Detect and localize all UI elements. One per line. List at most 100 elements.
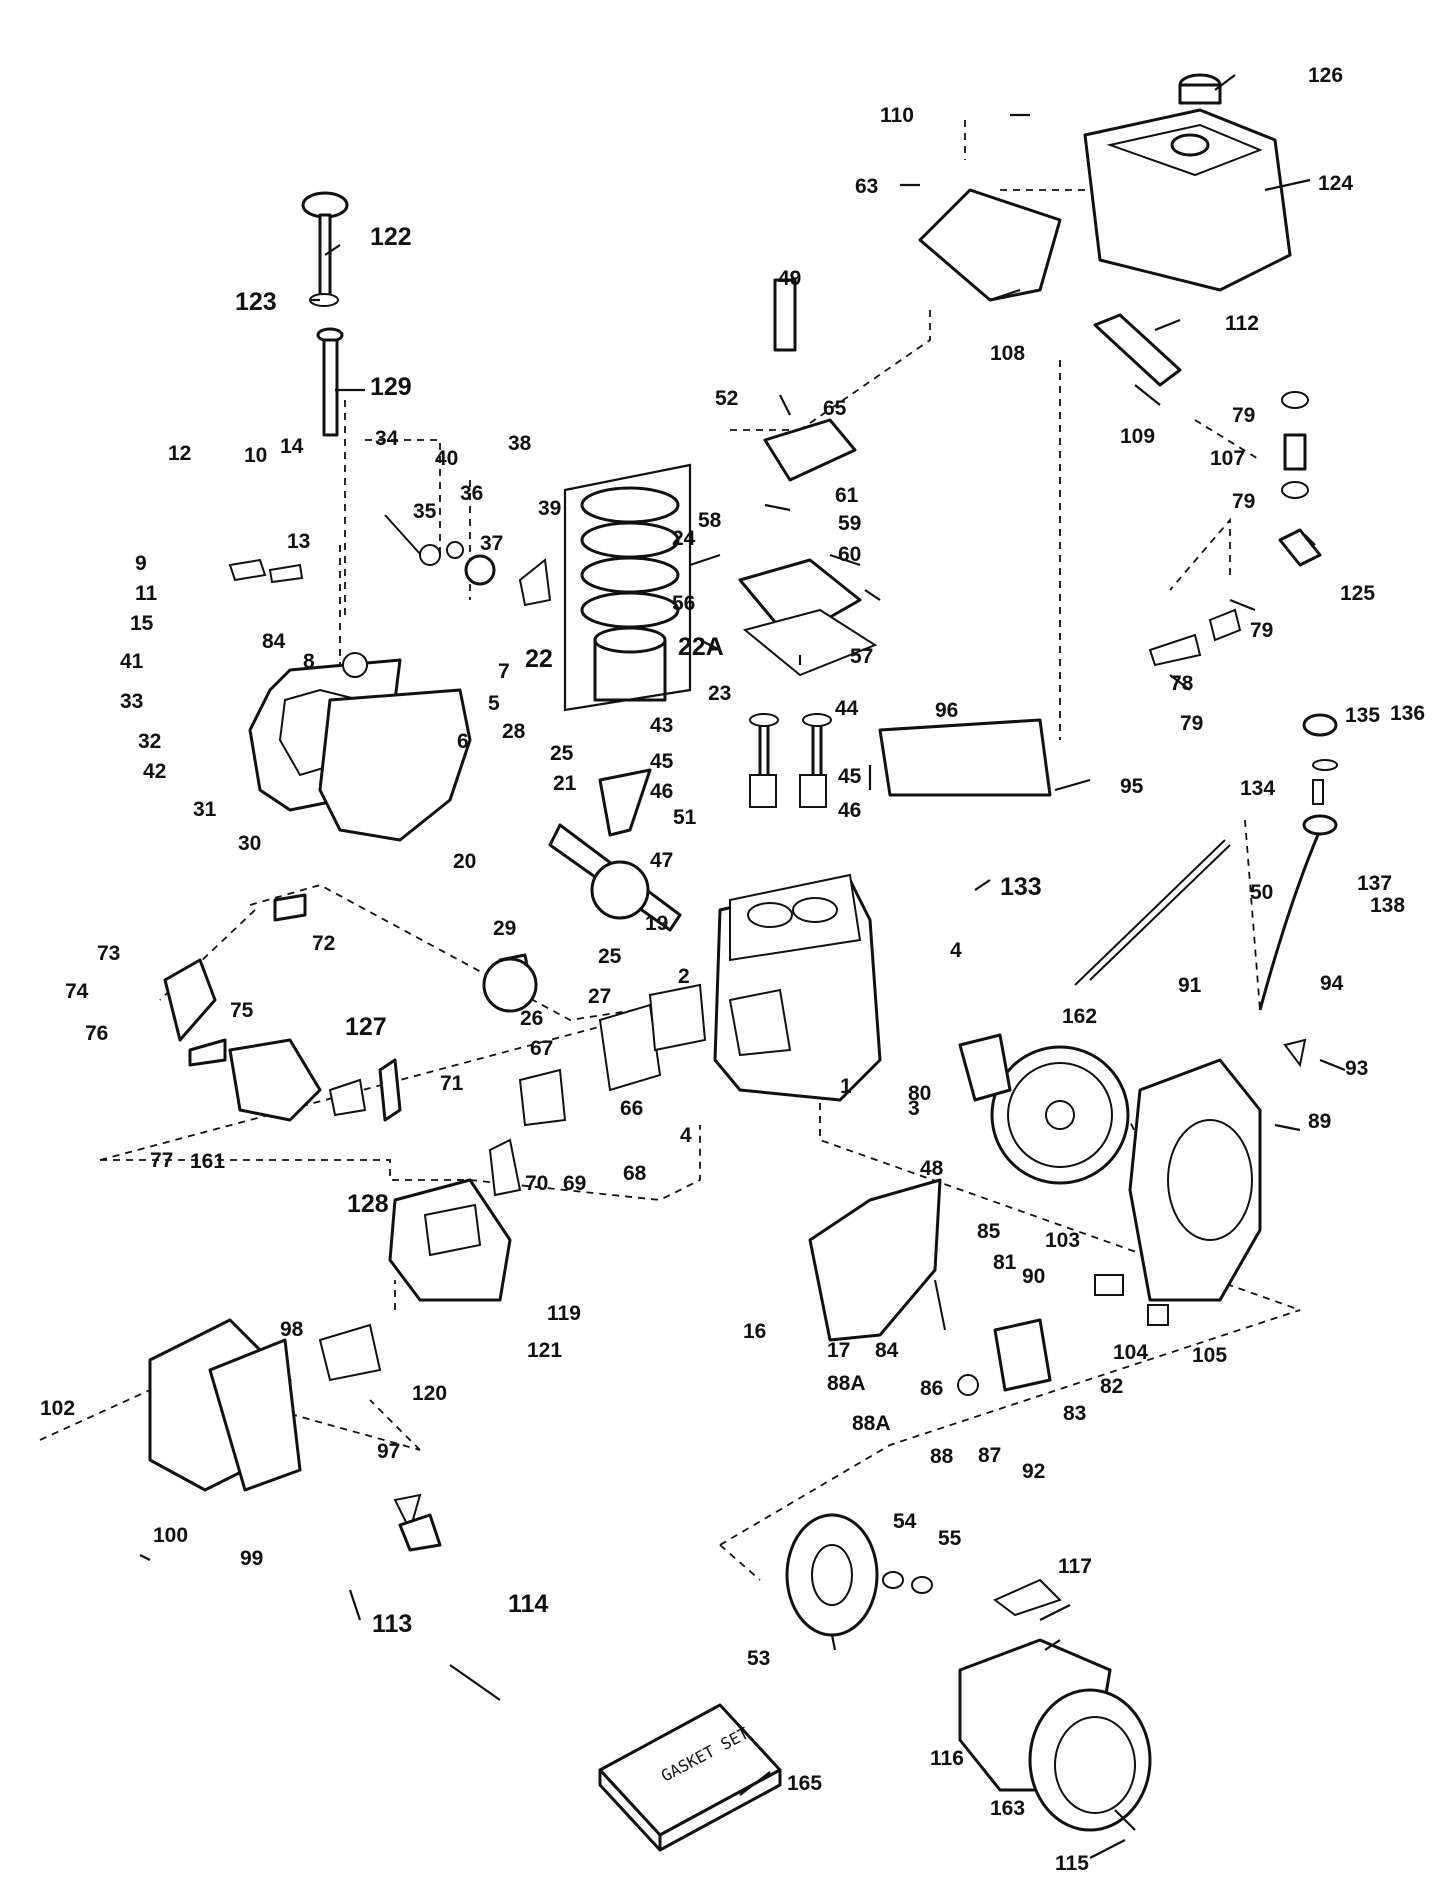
- part-label-122: 122: [370, 223, 412, 251]
- part-label-82: 82: [1100, 1375, 1123, 1398]
- part-label-63: 63: [855, 175, 878, 198]
- gasket-set-box: GASKET SET: [598, 1703, 782, 1852]
- part-label-35: 35: [413, 500, 437, 523]
- part-label-116: 116: [930, 1747, 964, 1770]
- part-label-11: 11: [135, 582, 158, 605]
- fuel-line-parts: [1148, 391, 1322, 1011]
- part-label-46-b: 46: [838, 799, 861, 822]
- part-label-108: 108: [990, 342, 1025, 365]
- part-label-4-a: 4: [950, 939, 962, 962]
- governor-parts: [228, 514, 552, 607]
- part-label-37: 37: [480, 532, 503, 555]
- part-label-50: 50: [1250, 881, 1273, 904]
- part-label-117: 117: [1058, 1555, 1092, 1578]
- part-label-51: 51: [673, 806, 697, 829]
- part-label-98: 98: [280, 1318, 304, 1341]
- part-label-36: 36: [460, 482, 483, 505]
- part-label-120: 120: [412, 1382, 447, 1405]
- tank-brackets: [918, 188, 1182, 387]
- part-label-79-d: 79: [1180, 712, 1203, 735]
- part-label-8: 8: [303, 650, 315, 673]
- part-label-3: 3: [908, 1097, 920, 1120]
- part-number-labels: 126 124 110 63 108 112 109 79 107 79 125…: [40, 64, 1425, 1875]
- recoil-starter: [958, 1578, 1152, 1832]
- part-label-19: 19: [645, 912, 668, 935]
- part-label-84-b: 84: [875, 1339, 899, 1362]
- cylinder-block: [713, 873, 882, 1102]
- connecting-rod-crankshaft: [482, 768, 682, 1013]
- part-label-94: 94: [1320, 972, 1344, 995]
- part-label-54: 54: [893, 1510, 917, 1533]
- crank-shroud: [808, 1178, 942, 1342]
- part-label-5: 5: [488, 692, 500, 715]
- part-label-88a-a: 88A: [827, 1372, 866, 1395]
- part-label-45-b: 45: [838, 765, 862, 788]
- part-label-67: 67: [530, 1037, 553, 1060]
- part-label-135: 135: [1345, 704, 1380, 727]
- part-label-113: 113: [372, 1610, 412, 1638]
- part-label-109: 109: [1120, 425, 1155, 448]
- dipstick-assembly: [301, 191, 349, 437]
- part-label-78: 78: [1170, 672, 1194, 695]
- part-label-88a-b: 88A: [852, 1412, 891, 1435]
- part-label-90: 90: [1022, 1265, 1045, 1288]
- part-label-46-a: 46: [650, 780, 673, 803]
- part-label-84-a: 84: [262, 630, 286, 653]
- part-label-17: 17: [827, 1339, 850, 1362]
- starter-pulley: [785, 1513, 933, 1637]
- part-label-115: 115: [1055, 1852, 1089, 1875]
- ignition-wire: [1074, 839, 1231, 986]
- part-label-45-a: 45: [650, 750, 674, 773]
- part-label-26: 26: [520, 1007, 543, 1030]
- part-label-161: 161: [190, 1150, 225, 1173]
- part-label-102: 102: [40, 1397, 75, 1420]
- part-label-22a: 22A: [678, 633, 724, 661]
- part-label-25-a: 25: [550, 742, 574, 765]
- flywheel: [958, 1033, 1130, 1185]
- part-label-162: 162: [1062, 1005, 1097, 1028]
- part-label-15: 15: [130, 612, 154, 635]
- part-label-124: 124: [1318, 172, 1353, 195]
- part-label-29: 29: [493, 917, 516, 940]
- part-label-43: 43: [650, 714, 673, 737]
- part-label-9: 9: [135, 552, 147, 575]
- part-label-2: 2: [678, 965, 690, 988]
- part-label-55: 55: [938, 1527, 962, 1550]
- carburetor-and-intake: [163, 893, 707, 1197]
- leader-lines: [139, 74, 1346, 1859]
- part-label-40: 40: [435, 447, 458, 470]
- part-label-77: 77: [150, 1149, 173, 1172]
- part-label-4-b: 4: [680, 1124, 692, 1147]
- part-label-31: 31: [193, 798, 217, 821]
- part-label-96: 96: [935, 699, 958, 722]
- part-label-87: 87: [978, 1444, 1001, 1467]
- part-label-127: 127: [345, 1013, 387, 1041]
- speed-control-parts: [934, 1274, 1169, 1396]
- part-label-121: 121: [527, 1339, 562, 1362]
- part-label-137: 137: [1357, 872, 1392, 895]
- part-label-123: 123: [235, 288, 277, 316]
- part-label-60: 60: [838, 543, 861, 566]
- part-label-65: 65: [823, 397, 847, 420]
- part-label-89: 89: [1308, 1110, 1331, 1133]
- part-label-103: 103: [1045, 1229, 1080, 1252]
- part-label-126: 126: [1308, 64, 1343, 87]
- part-label-57: 57: [850, 645, 873, 668]
- blower-housing: [1128, 1038, 1307, 1302]
- part-label-73: 73: [97, 942, 120, 965]
- part-label-61: 61: [835, 484, 859, 507]
- part-label-6: 6: [457, 730, 469, 753]
- filter-parts: [1302, 713, 1338, 836]
- part-label-165: 165: [787, 1772, 822, 1795]
- part-label-1: 1: [840, 1075, 852, 1098]
- part-label-110: 110: [880, 104, 914, 127]
- part-label-13: 13: [287, 530, 310, 553]
- part-label-76: 76: [85, 1022, 108, 1045]
- part-label-69: 69: [563, 1172, 586, 1195]
- part-label-134: 134: [1240, 777, 1275, 800]
- part-label-129: 129: [370, 373, 412, 401]
- part-label-23: 23: [708, 682, 731, 705]
- part-label-59: 59: [838, 512, 861, 535]
- part-label-16: 16: [743, 1320, 766, 1343]
